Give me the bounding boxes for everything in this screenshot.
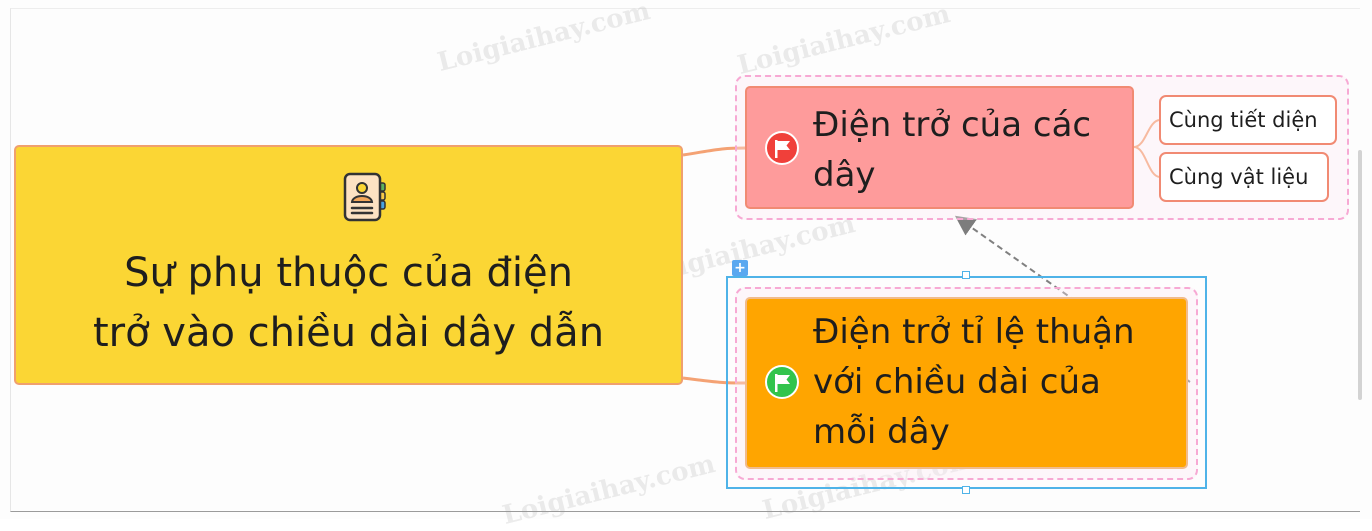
central-topic[interactable]: Sự phụ thuộc của điện trở vào chiều dài … — [14, 145, 683, 385]
add-topic-button[interactable]: + — [732, 260, 748, 276]
connector-to-leaf-2 — [1133, 146, 1161, 178]
topic-line: mỗi dây — [813, 412, 950, 452]
topic-line: dây — [813, 155, 876, 195]
canvas-frame — [10, 8, 1360, 512]
connector-to-topic-1 — [682, 146, 747, 157]
topic-text: Điện trở tỉ lệ thuận với chiều dài của m… — [813, 307, 1135, 457]
subtopic-same-cross-section[interactable]: Cùng tiết diện — [1159, 95, 1337, 145]
red-flag-icon — [765, 131, 799, 165]
vertical-scrollbar[interactable] — [1358, 150, 1362, 400]
central-topic-line: trở vào chiều dài dây dẫn — [92, 310, 605, 356]
central-topic-line: Sự phụ thuộc của điện — [124, 250, 573, 296]
topic-proportional-to-length[interactable]: Điện trở tỉ lệ thuận với chiều dài của m… — [745, 297, 1188, 469]
topic-line: Điện trở của các — [813, 105, 1092, 145]
resize-handle-bottom[interactable] — [962, 486, 970, 494]
topic-text: Điện trở của các dây — [813, 100, 1091, 200]
resize-handle-top[interactable] — [962, 271, 970, 279]
topic-line: Điện trở tỉ lệ thuận — [813, 312, 1135, 352]
green-flag-icon — [765, 365, 799, 399]
central-topic-text: Sự phụ thuộc của điện trở vào chiều dài … — [16, 243, 681, 363]
topic-resistance-of-wires[interactable]: Điện trở của các dây — [745, 86, 1134, 209]
subtopic-same-material[interactable]: Cùng vật liệu — [1159, 152, 1329, 202]
connector-to-topic-2 — [682, 376, 747, 385]
topic-line: với chiều dài của — [813, 362, 1101, 402]
connector-to-leaf-1 — [1133, 119, 1161, 148]
contact-card-icon — [342, 171, 388, 223]
